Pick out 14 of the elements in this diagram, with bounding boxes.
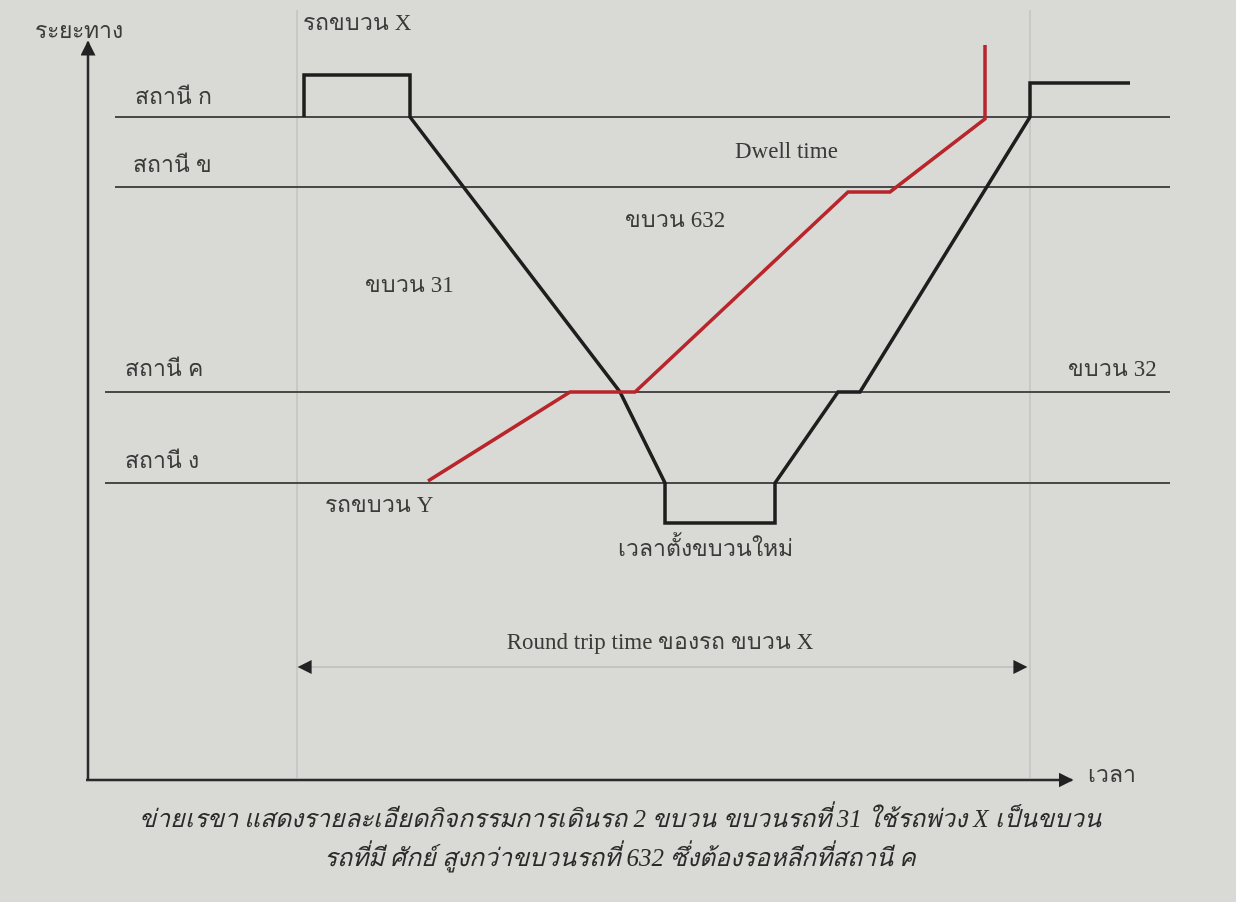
axis-label: ระยะทาง [35,18,123,44]
annotation-label: Dwell time [735,138,838,164]
axis-label: เวลา [1088,762,1136,788]
train-label: ขบวน 32 [1068,356,1157,382]
station-label: สถานี ก [135,84,212,110]
station-label: สถานี ข [133,152,212,178]
dimension-label: Round trip time ของรถ ขบวน X [505,628,815,656]
train-label: ขบวน 31 [365,272,454,298]
station-label: สถานี ง [125,448,199,474]
station-label: สถานี ค [125,356,203,382]
train-label: รถขบวน X [303,10,412,36]
caption: ข่ายเรขา แสดงรายละเอียดกิจกรรมการเดินรถ 2 ขบวน ขบวนรถที่ 31 ใช้รถพ่วง X เป็นขบวนรถที่มี ศักย์ สูงกว่าขบวนรถที่ 632 ซึ่งต้องรอหลีกที่สถานี ค [130,800,1110,878]
train-label: ขบวน 632 [625,207,726,233]
train-label: รถขบวน Y [325,492,434,518]
